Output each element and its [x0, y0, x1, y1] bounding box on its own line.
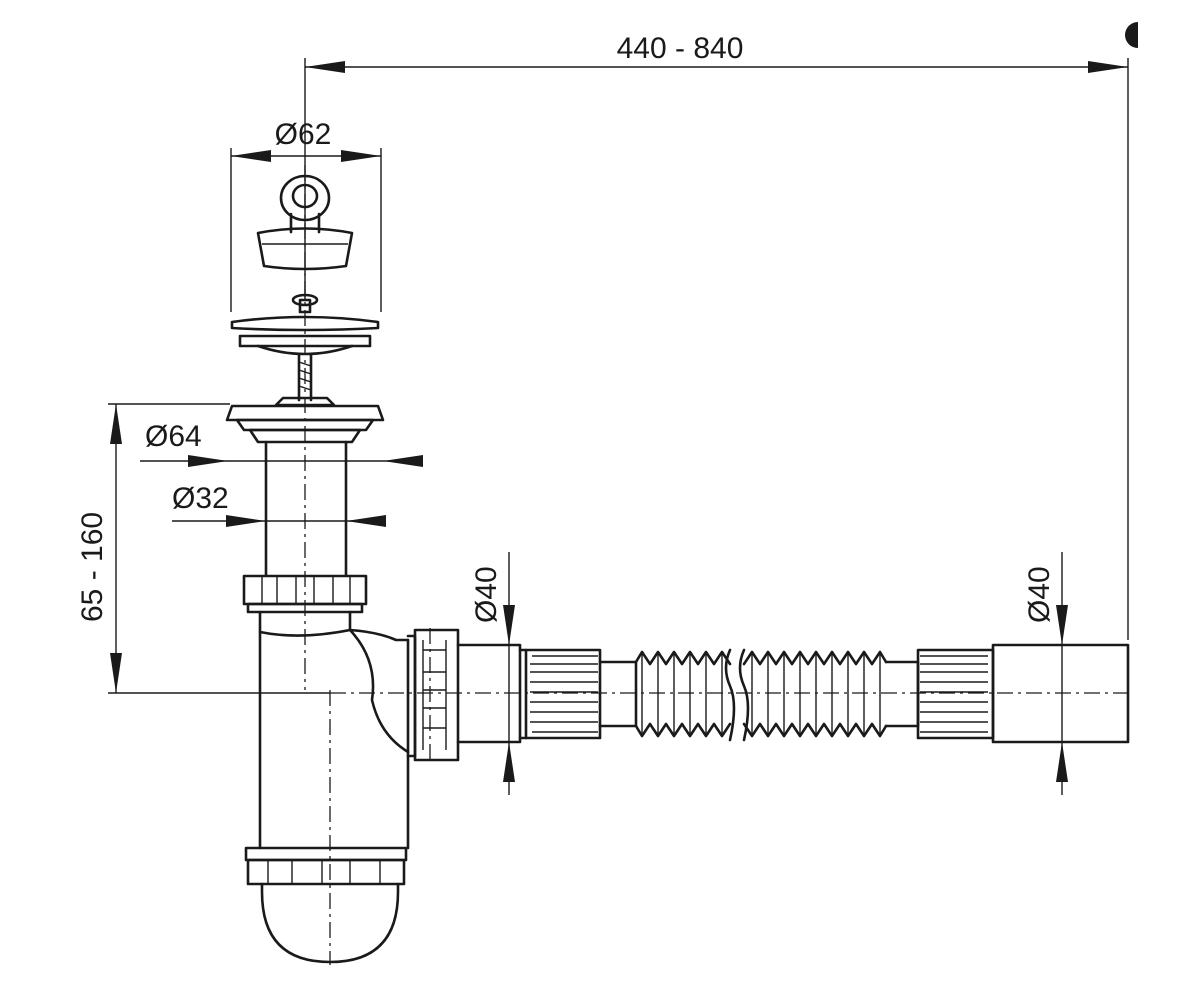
tailpiece-diameter-label: Ø32 — [172, 482, 229, 515]
overall-length-dimension: 440 - 840 — [304, 32, 1129, 640]
stopper-diameter-dimension: Ø62 — [230, 118, 382, 312]
left-outlet-diameter-dimension: Ø40 — [470, 552, 515, 795]
lower-nut-and-cap — [244, 846, 408, 964]
edge-artifact — [1125, 22, 1138, 48]
flange-diameter-label: Ø64 — [145, 420, 202, 453]
left-outlet-diameter-label: Ø40 — [470, 566, 503, 623]
stopper-diameter-label: Ø62 — [275, 118, 332, 151]
outlet-nut — [406, 628, 522, 762]
right-outlet-diameter-dimension: Ø40 — [1023, 552, 1068, 795]
tailpiece-tube — [264, 440, 348, 577]
height-label: 65 - 160 — [76, 512, 109, 622]
tailpiece-diameter-dimension: Ø32 — [172, 482, 386, 527]
height-dimension: 65 - 160 — [76, 403, 330, 694]
overall-length-label: 440 - 840 — [617, 32, 744, 65]
flange-diameter-dimension: Ø64 — [140, 420, 423, 467]
upper-nut — [242, 574, 368, 614]
sink-flange — [225, 396, 385, 444]
flexible-hose — [518, 643, 1130, 744]
right-outlet-diameter-label: Ø40 — [1023, 566, 1056, 623]
bottle-trap-body — [258, 610, 410, 850]
